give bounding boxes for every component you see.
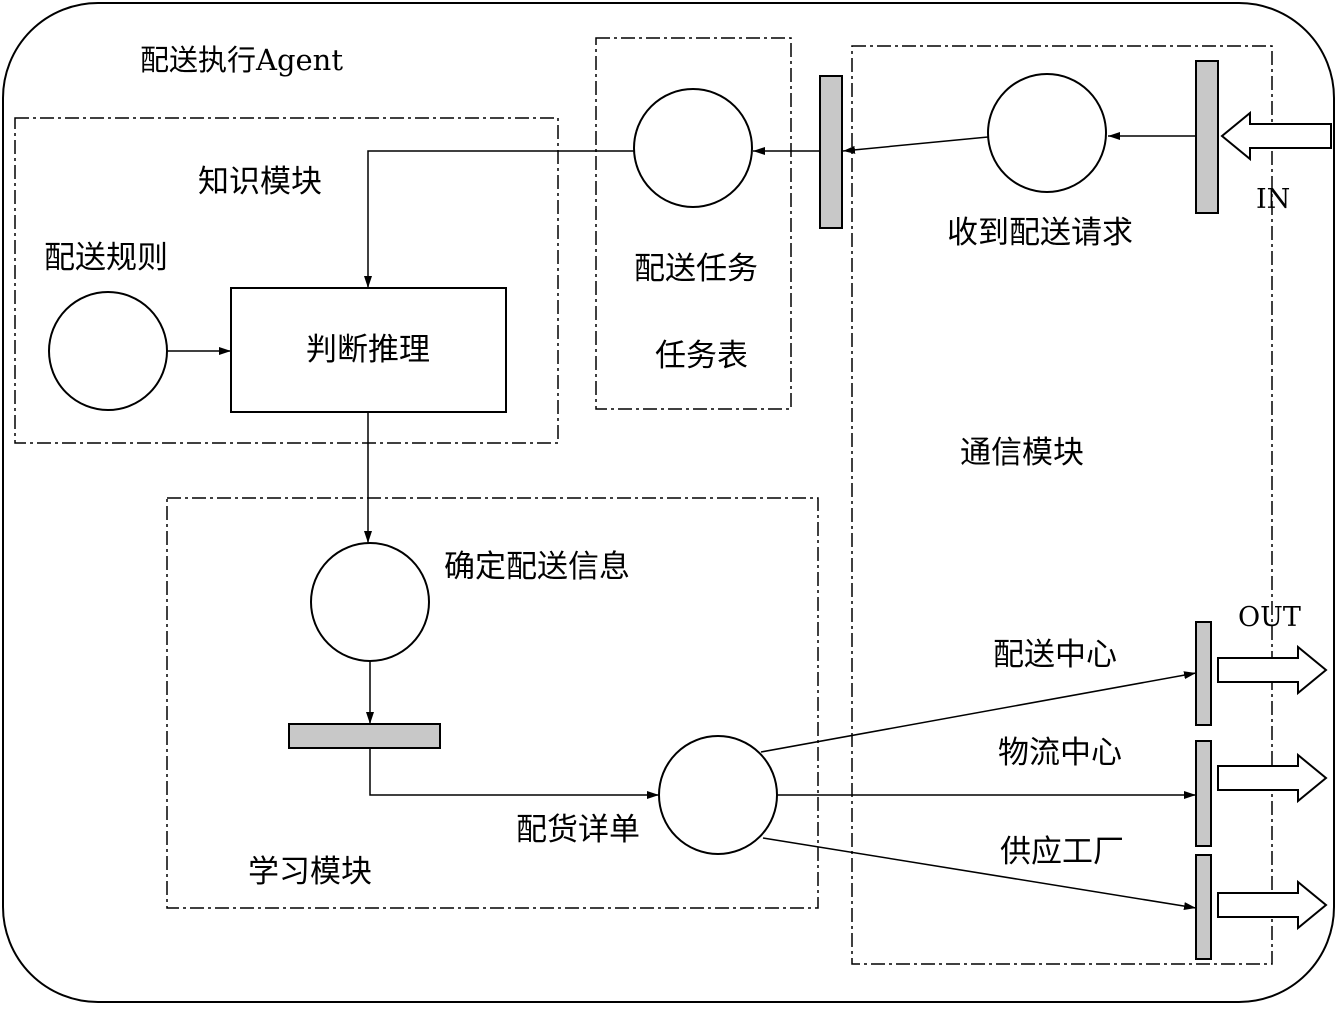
input-arrow <box>1220 110 1332 162</box>
arc-request-to-task-transition <box>842 136 989 154</box>
transition-input <box>1195 60 1219 214</box>
knowledge-module-title: 知识模块 <box>198 164 322 200</box>
output-arrow-2 <box>1217 752 1328 804</box>
transition-output-2 <box>1195 740 1212 847</box>
transition-output-3 <box>1195 854 1212 960</box>
input-label: IN <box>1256 184 1290 215</box>
arc-detail-to-output-1 <box>760 671 1197 753</box>
output-arrow-1 <box>1217 644 1328 696</box>
learning-module-boundary <box>166 497 819 909</box>
label-confirm-info: 确定配送信息 <box>444 549 630 585</box>
arc-learning-transition-to-detail <box>369 748 659 799</box>
place-delivery-task <box>633 88 753 208</box>
task-table-boundary <box>595 37 792 410</box>
place-detail-list <box>658 735 778 855</box>
arc-task-to-reasoning <box>364 150 634 288</box>
communication-module-boundary <box>851 45 1273 965</box>
agent-title: 配送执行Agent <box>140 43 343 77</box>
label-request-received: 收到配送请求 <box>947 215 1133 251</box>
reasoning-box <box>230 287 507 413</box>
label-detail-list: 配货详单 <box>516 812 640 848</box>
output-destination-2: 物流中心 <box>998 735 1122 771</box>
learning-module-title: 学习模块 <box>248 854 372 890</box>
place-request-received <box>987 73 1107 193</box>
label-delivery-rules: 配送规则 <box>44 240 168 276</box>
output-arrow-3 <box>1217 879 1328 931</box>
output-destination-3: 供应工厂 <box>1000 834 1124 870</box>
transition-output-1 <box>1195 621 1212 726</box>
communication-module-title: 通信模块 <box>960 435 1084 471</box>
label-delivery-task: 配送任务 <box>634 251 758 287</box>
place-delivery-rules <box>48 291 168 411</box>
task-table-title: 任务表 <box>655 338 748 374</box>
knowledge-module-boundary <box>14 117 559 444</box>
transition-learning <box>288 723 441 749</box>
output-destination-1: 配送中心 <box>993 637 1117 673</box>
reasoning-label: 判断推理 <box>306 332 430 368</box>
place-confirm-info <box>310 542 430 662</box>
output-label: OUT <box>1238 602 1301 633</box>
arc-detail-to-output-3 <box>762 837 1197 911</box>
transition-task <box>819 75 843 229</box>
